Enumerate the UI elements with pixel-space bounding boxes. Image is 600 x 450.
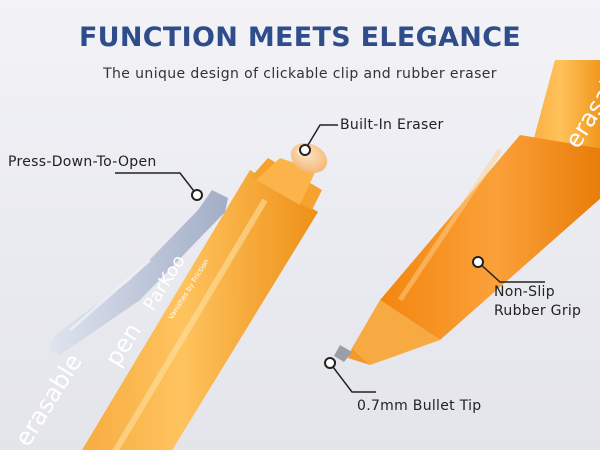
callout-eraser: Built-In Eraser (340, 117, 444, 133)
left-pen-button (256, 158, 316, 205)
pen-cone (352, 300, 440, 365)
bullet-tip (334, 345, 352, 362)
page-subtitle: The unique design of clickable clip and … (103, 66, 497, 82)
pen-clip (48, 190, 228, 355)
pen-word-erasable: erasable (9, 349, 87, 450)
marker-tip (324, 357, 336, 369)
marker-eraser (299, 144, 311, 156)
callout-press-down: Press-Down-To-Open (8, 154, 157, 170)
callout-markers (191, 144, 484, 369)
marker-clip (191, 189, 203, 201)
page-title: FUNCTION MEETS ELEGANCE (78, 22, 522, 53)
rubber-grip (380, 135, 600, 340)
callout-tip: 0.7mm Bullet Tip (357, 398, 482, 414)
leader-lines (115, 124, 545, 393)
left-pen (48, 142, 328, 450)
callout-grip-line1: Non-Slip (494, 284, 555, 300)
right-pen (330, 60, 600, 365)
callout-grip-line2: Rubber Grip (494, 303, 582, 319)
marker-grip (472, 256, 484, 268)
